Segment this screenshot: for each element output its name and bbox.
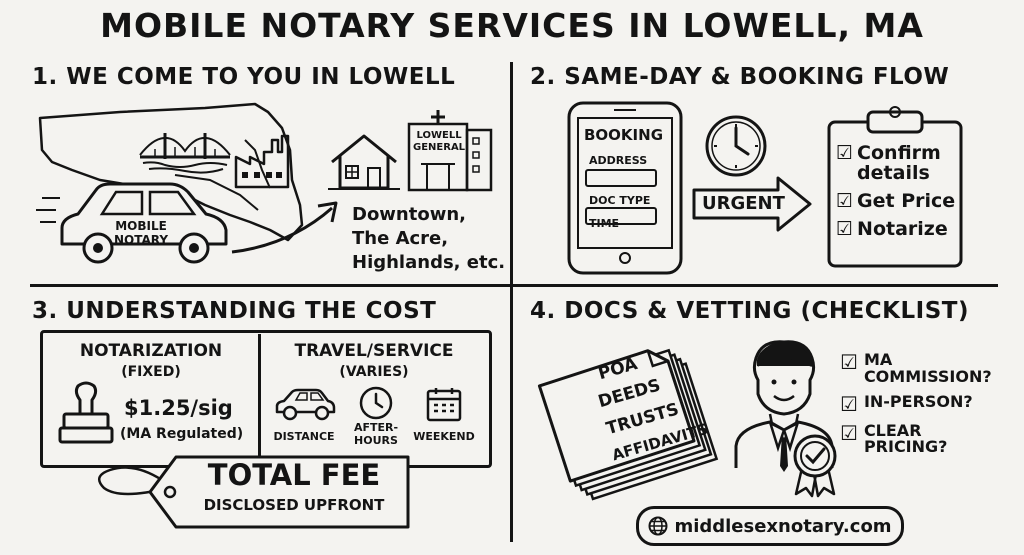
price-note: (MA Regulated) xyxy=(120,426,244,442)
price-value: $1.25/sig xyxy=(124,396,233,420)
checkbox-checked-icon: ☑ xyxy=(840,420,858,445)
factor-distance: DISTANCE xyxy=(273,430,335,443)
field-address: ADDRESS xyxy=(589,154,648,167)
globe-icon xyxy=(648,516,668,536)
check-ma-commission: ☑ MA COMMISSION? xyxy=(840,350,992,386)
bridge-icon xyxy=(139,133,231,174)
check-clear-pricing-label: CLEAR PRICING? xyxy=(863,420,948,457)
field-time: TIME xyxy=(589,217,620,230)
house-icon xyxy=(328,134,400,190)
small-clock-icon xyxy=(359,386,393,420)
panel2-heading: 2. SAME-DAY & BOOKING FLOW xyxy=(530,64,950,90)
stamp-icon xyxy=(58,381,114,444)
award-seal-icon xyxy=(793,434,837,498)
notary-person-icon xyxy=(734,340,834,472)
panel3-heading: 3. UNDERSTANDING THE COST xyxy=(32,298,437,324)
checkbox-checked-icon: ☑ xyxy=(840,350,858,374)
calendar-icon xyxy=(426,388,462,422)
notarization-title: NOTARIZATION xyxy=(79,341,223,361)
check-ma-commission-label: MA COMMISSION? xyxy=(863,350,992,386)
notarization-sub: (FIXED) xyxy=(121,364,181,380)
website-text: middlesexnotary.com xyxy=(674,515,892,537)
website-link[interactable]: middlesexnotary.com xyxy=(636,506,904,546)
travel-sub: (VARIES) xyxy=(339,364,409,380)
phone-title: BOOKING xyxy=(584,126,664,144)
car-label-line2: NOTARY xyxy=(113,233,169,247)
check-get-price: ☑ Get Price xyxy=(836,189,962,212)
factor-after-hours: AFTER-HOURS xyxy=(353,421,399,447)
check-clear-pricing: ☑ CLEAR PRICING? xyxy=(840,420,990,457)
field-doc-type: DOC TYPE xyxy=(589,194,651,207)
page-title: MOBILE NOTARY SERVICES IN LOWELL, MA xyxy=(100,6,924,45)
flow-checklist: ☑ Confirm details ☑ Get Price ☑ Notarize xyxy=(836,142,962,240)
vetting-checklist: ☑ MA COMMISSION? ☑ IN-PERSON? ☑ CLEAR PR… xyxy=(840,350,992,457)
checkbox-checked-icon: ☑ xyxy=(840,391,858,416)
checkbox-checked-icon: ☑ xyxy=(836,189,854,212)
check-in-person-label: IN-PERSON? xyxy=(863,391,973,411)
vertical-divider xyxy=(510,62,513,542)
horizontal-divider xyxy=(30,284,998,287)
document-stack-icon xyxy=(537,348,719,501)
check-in-person: ☑ IN-PERSON? xyxy=(840,391,990,416)
hospital-label-line2: GENERAL xyxy=(413,142,466,153)
total-fee-tag xyxy=(148,455,410,529)
urgent-arrow xyxy=(692,176,812,232)
travel-title: TRAVEL/SERVICE xyxy=(294,341,454,361)
clipboard-icon xyxy=(827,106,963,268)
phone-icon xyxy=(567,101,683,275)
tag-title: TOTAL FEE xyxy=(207,458,381,492)
area-downtown: Downtown, xyxy=(352,204,467,225)
hospital-label-line1: LOWELL xyxy=(416,130,462,141)
factor-weekend: WEEKEND xyxy=(413,430,475,443)
cost-box-divider xyxy=(258,334,261,460)
check-get-price-label: Get Price xyxy=(857,189,956,212)
area-highlands: Highlands, etc. xyxy=(352,252,506,273)
panel1-heading: 1. WE COME TO YOU IN LOWELL xyxy=(32,64,456,90)
small-car-icon xyxy=(275,388,336,421)
area-the-acre: The Acre, xyxy=(352,228,449,249)
check-confirm-details-label: Confirm details xyxy=(857,142,941,184)
check-confirm-details: ☑ Confirm details xyxy=(836,142,962,184)
check-notarize: ☑ Notarize xyxy=(836,217,962,240)
checkbox-checked-icon: ☑ xyxy=(836,142,854,164)
car-icon xyxy=(36,182,228,264)
factory-icon xyxy=(234,134,290,189)
clock-icon xyxy=(705,115,767,177)
urgent-label: URGENT xyxy=(702,193,785,214)
panel4-heading: 4. DOCS & VETTING (CHECKLIST) xyxy=(530,298,969,324)
checkbox-checked-icon: ☑ xyxy=(836,217,854,240)
hospital-icon xyxy=(407,110,493,192)
check-notarize-label: Notarize xyxy=(857,217,948,240)
car-label-line1: MOBILE xyxy=(115,219,167,233)
tag-subtitle: DISCLOSED UPFRONT xyxy=(203,496,385,514)
